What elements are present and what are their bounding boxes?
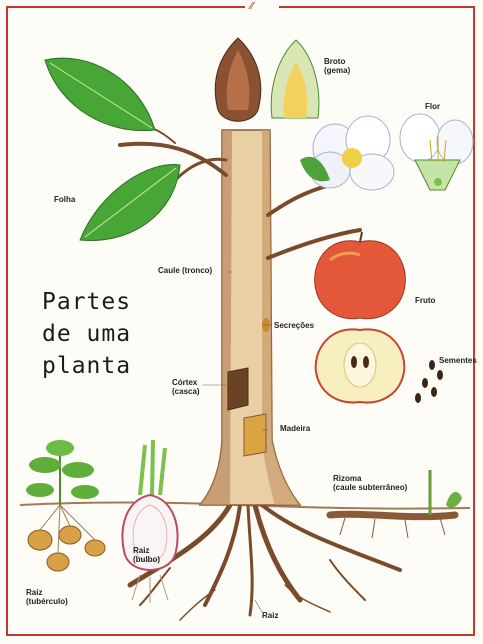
- label-raiz-tuberculo: Raiz (tubérculo): [26, 588, 68, 606]
- label-secrecoes: Secreções: [274, 321, 314, 330]
- trunk-illustration: [200, 130, 300, 505]
- label-caule: Caule (tronco): [158, 266, 212, 275]
- label-rizoma: Rizoma (caule subterrâneo): [333, 474, 407, 492]
- label-sementes: Sementes: [439, 356, 477, 365]
- page-title: Partes de uma planta: [42, 286, 131, 382]
- seeds-illustration: [415, 360, 443, 403]
- label-fruto: Fruto: [415, 296, 435, 305]
- bud-illustration: [215, 38, 319, 121]
- label-broto: Broto (gema): [324, 57, 350, 75]
- label-cortex: Córtex (casca): [172, 378, 200, 396]
- flowers-illustration: [300, 114, 473, 190]
- label-folha: Folha: [54, 195, 75, 204]
- label-madeira: Madeira: [280, 424, 310, 433]
- fruit-illustration: [315, 232, 406, 403]
- label-raiz: Raiz: [262, 611, 278, 620]
- label-raiz-bulbo: Raiz (bulbo): [133, 546, 160, 564]
- leaves: [45, 58, 180, 240]
- bulb-illustration: [122, 440, 177, 603]
- tuber-illustration: [26, 440, 105, 571]
- label-flor: Flor: [425, 102, 440, 111]
